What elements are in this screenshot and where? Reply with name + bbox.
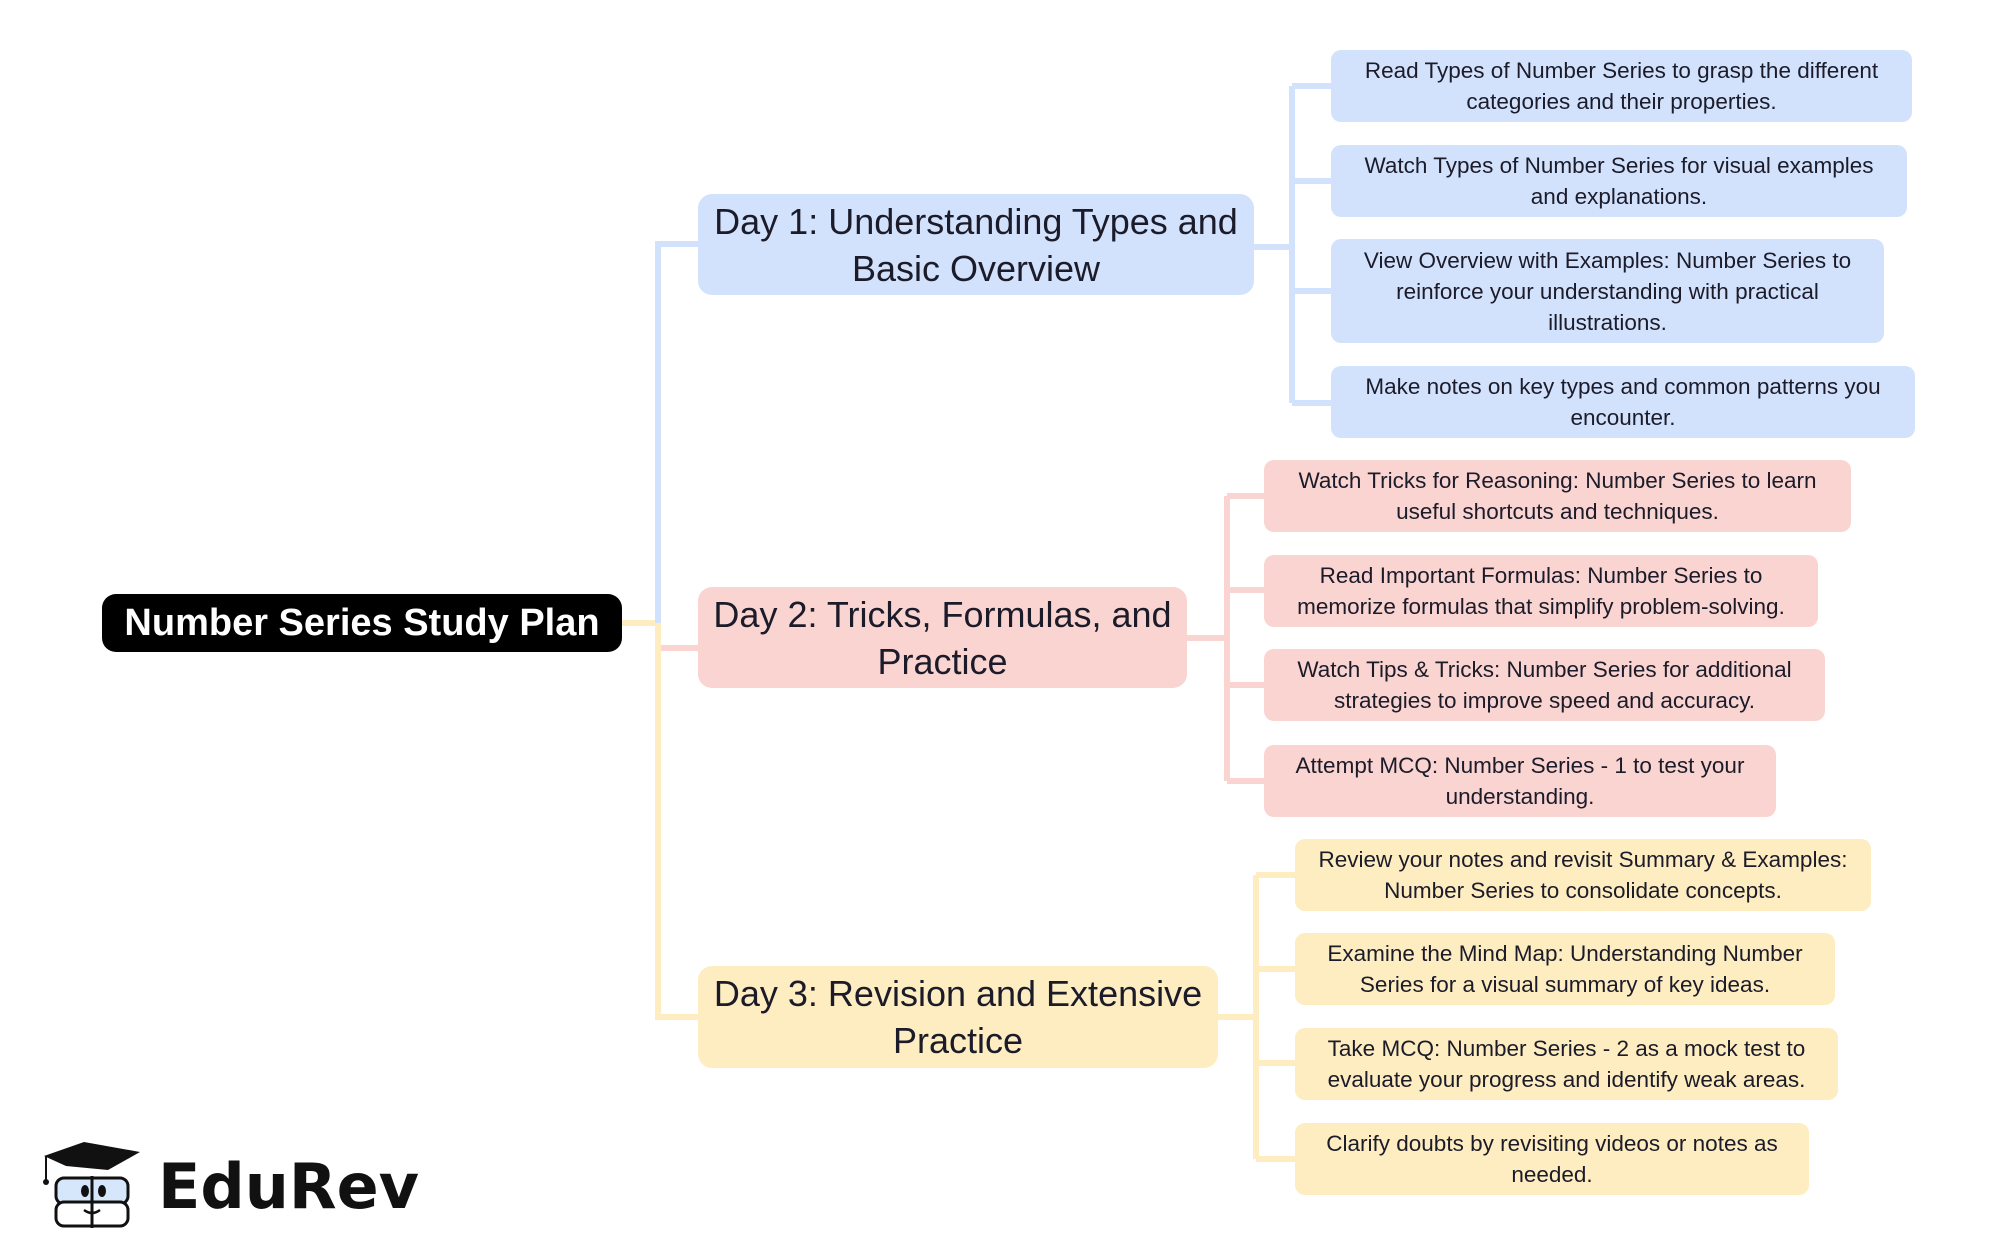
- day2-task[interactable]: Attempt MCQ: Number Series - 1 to test y…: [1264, 745, 1776, 817]
- day3-task[interactable]: Take MCQ: Number Series - 2 as a mock te…: [1295, 1028, 1838, 1100]
- connector-day1-tasks: [1254, 83, 1331, 406]
- connector-day1: [655, 241, 698, 623]
- day3-task[interactable]: Examine the Mind Map: Understanding Numb…: [1295, 933, 1835, 1005]
- day1-task[interactable]: Read Types of Number Series to grasp the…: [1331, 50, 1912, 122]
- connector-day2-tasks: [1187, 493, 1264, 784]
- graduate-mascot-icon: [43, 1142, 140, 1228]
- root-node[interactable]: Number Series Study Plan: [102, 594, 622, 652]
- day2-task[interactable]: Watch Tips & Tricks: Number Series for a…: [1264, 649, 1825, 721]
- day3-task[interactable]: Clarify doubts by revisiting videos or n…: [1295, 1123, 1809, 1195]
- connector-day3-tasks: [1218, 872, 1295, 1162]
- day2-task[interactable]: Watch Tricks for Reasoning: Number Serie…: [1264, 460, 1851, 532]
- day3-node[interactable]: Day 3: Revision and Extensive Practice: [698, 966, 1218, 1068]
- day1-node[interactable]: Day 1: Understanding Types and Basic Ove…: [698, 194, 1254, 295]
- day3-task[interactable]: Review your notes and revisit Summary & …: [1295, 839, 1871, 911]
- day2-node[interactable]: Day 2: Tricks, Formulas, and Practice: [698, 587, 1187, 688]
- day1-task[interactable]: View Overview with Examples: Number Seri…: [1331, 239, 1884, 343]
- edurev-logo: EduRev: [36, 1140, 419, 1232]
- day1-task[interactable]: Make notes on key types and common patte…: [1331, 366, 1915, 438]
- logo-text: EduRev: [158, 1149, 420, 1223]
- connector-day3: [655, 623, 698, 1020]
- day2-task[interactable]: Read Important Formulas: Number Series t…: [1264, 555, 1818, 627]
- day1-task[interactable]: Watch Types of Number Series for visual …: [1331, 145, 1907, 217]
